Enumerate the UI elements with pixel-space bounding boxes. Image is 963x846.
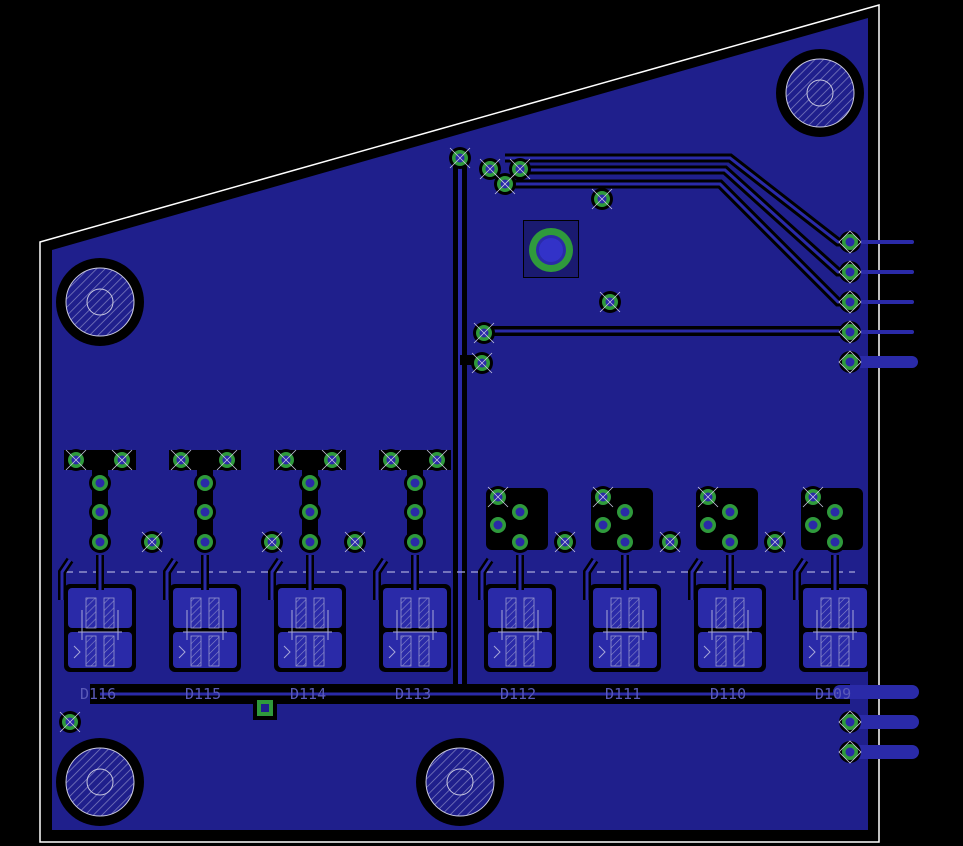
via-icon[interactable]	[170, 449, 192, 471]
header-pin-icon[interactable]	[838, 350, 862, 374]
via-icon[interactable]	[194, 472, 216, 494]
via-icon[interactable]	[592, 514, 614, 536]
component-ref-label: D113	[395, 685, 431, 703]
via-icon[interactable]	[487, 486, 509, 508]
via-icon[interactable]	[344, 531, 366, 553]
via-icon[interactable]	[697, 514, 719, 536]
header-pin-icon[interactable]	[838, 320, 862, 344]
via-icon[interactable]	[275, 449, 297, 471]
test-pad-small[interactable]	[253, 696, 277, 720]
via-icon[interactable]	[591, 188, 613, 210]
via-icon[interactable]	[764, 531, 786, 553]
via-icon[interactable]	[404, 472, 426, 494]
via-icon[interactable]	[614, 531, 636, 553]
via-icon[interactable]	[194, 501, 216, 523]
horizontal-traces	[90, 326, 855, 704]
via-icon[interactable]	[89, 472, 111, 494]
via-icon[interactable]	[614, 501, 636, 523]
mount-hole-bottom-center[interactable]	[416, 738, 504, 826]
via-icon[interactable]	[599, 291, 621, 313]
component-d111[interactable]: D111	[583, 486, 661, 703]
via-icon[interactable]	[494, 173, 516, 195]
component-d110[interactable]: D110	[688, 486, 766, 703]
component-d115[interactable]: D115	[163, 449, 241, 703]
via-icon[interactable]	[426, 449, 448, 471]
vertical-trace	[453, 160, 467, 685]
via-icon[interactable]	[380, 449, 402, 471]
via-icon[interactable]	[697, 486, 719, 508]
test-pad-large[interactable]	[521, 218, 581, 280]
via-icon[interactable]	[824, 531, 846, 553]
via-icon[interactable]	[659, 531, 681, 553]
component-ref-label: D110	[710, 685, 746, 703]
component-ref-label: D111	[605, 685, 641, 703]
via-icon[interactable]	[89, 531, 111, 553]
via-icon[interactable]	[65, 449, 87, 471]
component-ref-label: D116	[80, 685, 116, 703]
via-icon[interactable]	[299, 501, 321, 523]
via-icon[interactable]	[719, 531, 741, 553]
component-d116[interactable]: D116	[58, 449, 136, 703]
via-icon[interactable]	[299, 472, 321, 494]
via-icon[interactable]	[449, 147, 471, 169]
via-icon[interactable]	[473, 322, 495, 344]
component-ref-label: D115	[185, 685, 221, 703]
component-d112[interactable]: D112	[478, 486, 556, 703]
via-icon[interactable]	[59, 711, 81, 733]
via-icon[interactable]	[592, 486, 614, 508]
via-icon[interactable]	[802, 486, 824, 508]
lower-header[interactable]	[833, 685, 919, 764]
header-pin-icon[interactable]	[838, 740, 862, 764]
via-icon[interactable]	[111, 449, 133, 471]
via-icon[interactable]	[404, 531, 426, 553]
upper-header[interactable]	[838, 230, 918, 374]
via-icon[interactable]	[719, 501, 741, 523]
component-ref-label: D112	[500, 685, 536, 703]
mount-hole-top-right[interactable]	[776, 49, 864, 137]
via-icon[interactable]	[824, 501, 846, 523]
via-icon[interactable]	[261, 531, 283, 553]
header-pin-icon[interactable]	[838, 260, 862, 284]
component-d113[interactable]: D113	[373, 449, 451, 703]
via-icon[interactable]	[471, 352, 493, 374]
via-icon[interactable]	[216, 449, 238, 471]
via-icon[interactable]	[802, 514, 824, 536]
header-pin-icon[interactable]	[838, 230, 862, 254]
via-icon[interactable]	[89, 501, 111, 523]
component-d114[interactable]: D114	[268, 449, 346, 703]
component-ref-label: D109	[815, 685, 851, 703]
mount-hole-left[interactable]	[56, 258, 144, 346]
via-icon[interactable]	[299, 531, 321, 553]
via-icon[interactable]	[321, 449, 343, 471]
component-ref-label: D114	[290, 685, 326, 703]
via-icon[interactable]	[194, 531, 216, 553]
via-icon[interactable]	[509, 531, 531, 553]
via-icon[interactable]	[509, 501, 531, 523]
component-d109[interactable]: D109	[793, 486, 871, 703]
header-pin-icon[interactable]	[838, 290, 862, 314]
via-icon[interactable]	[141, 531, 163, 553]
via-icon[interactable]	[554, 531, 576, 553]
via-icon[interactable]	[479, 158, 501, 180]
via-icon[interactable]	[487, 514, 509, 536]
via-icon[interactable]	[404, 501, 426, 523]
header-pin-icon[interactable]	[838, 710, 862, 734]
mount-hole-bottom-left[interactable]	[56, 738, 144, 826]
